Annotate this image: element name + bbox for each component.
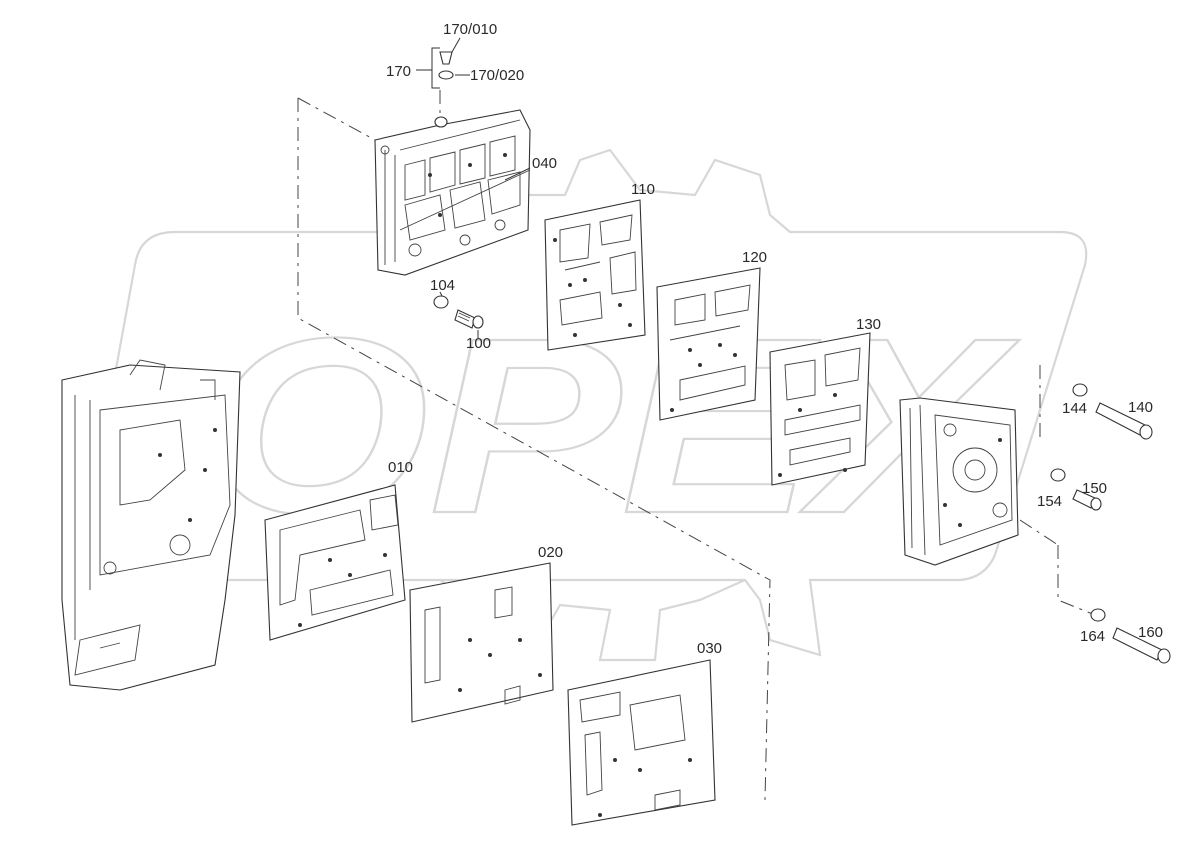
screw-170-010 bbox=[439, 51, 453, 65]
callout-170-010: 170/010 bbox=[443, 21, 497, 38]
washer-154 bbox=[1050, 468, 1066, 482]
bolt-160 bbox=[1112, 627, 1163, 661]
bolt-160-assembly bbox=[1090, 608, 1171, 664]
callout-030: 030 bbox=[697, 640, 722, 657]
plate-130 bbox=[769, 332, 871, 486]
callout-170: 170 bbox=[386, 63, 411, 80]
boundary-lower-right-dashed bbox=[1057, 545, 1096, 616]
callout-120: 120 bbox=[742, 249, 767, 266]
seal-ring-170-020 bbox=[438, 70, 454, 80]
boundary-left-dashed-line bbox=[297, 98, 771, 801]
callout-labels: 170/010 170 170/020 040 110 120 130 104 … bbox=[386, 21, 1163, 657]
plate-120 bbox=[656, 267, 761, 421]
plate-110 bbox=[544, 199, 646, 351]
bolt-150 bbox=[1072, 489, 1096, 509]
screw-170-assembly bbox=[416, 37, 470, 128]
callout-150: 150 bbox=[1082, 480, 1107, 497]
washer-104 bbox=[433, 295, 449, 309]
callout-144: 144 bbox=[1062, 400, 1087, 417]
callout-164: 164 bbox=[1080, 628, 1105, 645]
callout-020: 020 bbox=[538, 544, 563, 561]
plate-020 bbox=[409, 562, 554, 723]
washer-164 bbox=[1090, 608, 1106, 622]
lower-valve-body bbox=[899, 397, 1019, 566]
leader-lines bbox=[439, 167, 531, 338]
washer-144 bbox=[1072, 383, 1088, 397]
upper-valve-body bbox=[374, 109, 531, 276]
callout-140: 140 bbox=[1128, 399, 1153, 416]
bolt-100-assembly bbox=[433, 295, 484, 329]
plate-030 bbox=[567, 659, 716, 826]
bolt-150-assembly bbox=[1050, 468, 1102, 511]
boundary-top-dashed-line bbox=[297, 97, 376, 141]
callout-104: 104 bbox=[430, 277, 455, 294]
callout-100: 100 bbox=[466, 335, 491, 352]
callout-010: 010 bbox=[388, 459, 413, 476]
callout-154: 154 bbox=[1037, 493, 1062, 510]
callout-170-020: 170/020 bbox=[470, 67, 524, 84]
callout-130: 130 bbox=[856, 316, 881, 333]
plate-010 bbox=[264, 484, 406, 641]
callout-160: 160 bbox=[1138, 624, 1163, 641]
callout-110: 110 bbox=[631, 181, 655, 198]
callout-040: 040 bbox=[532, 155, 557, 172]
bolt-140-assembly bbox=[1072, 383, 1153, 440]
transmission-housing bbox=[61, 359, 241, 691]
boundary-connector-dashed bbox=[1019, 519, 1059, 546]
